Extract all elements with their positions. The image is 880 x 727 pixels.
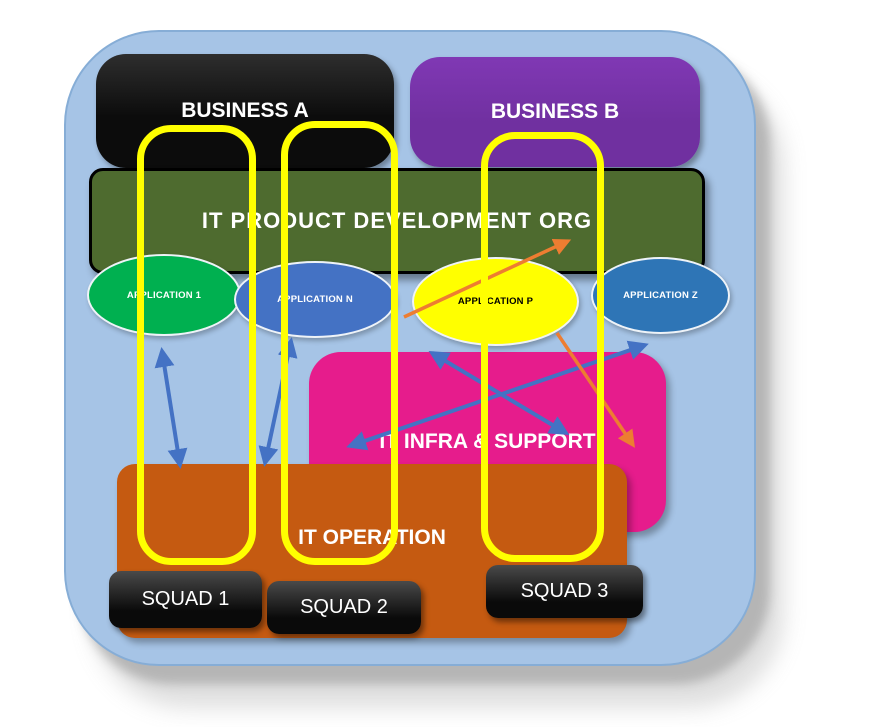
application-n-label: APPLICATION N [277,294,353,305]
business-b-box: BUSINESS B [410,57,700,167]
business-b-label: BUSINESS B [490,100,620,123]
squad-2-box: SQUAD 2 [267,581,421,634]
squad-1-box: SQUAD 1 [109,571,262,628]
squad-1-label: SQUAD 1 [141,588,230,610]
squad-3-box: SQUAD 3 [486,565,643,618]
application-n-ellipse: APPLICATION N [234,261,396,338]
application-z-ellipse: APPLICATION Z [591,257,730,334]
squad-2-label: SQUAD 2 [300,596,388,618]
squad-3-label: SQUAD 3 [520,580,609,602]
application-1-label: APPLICATION 1 [126,289,202,301]
squad-1-lane-outline [137,125,256,565]
squad-3-lane-outline [481,132,604,562]
business-a-label: BUSINESS A [181,99,309,122]
application-z-label: APPLICATION Z [623,290,698,301]
squad-2-lane-outline [281,121,398,565]
